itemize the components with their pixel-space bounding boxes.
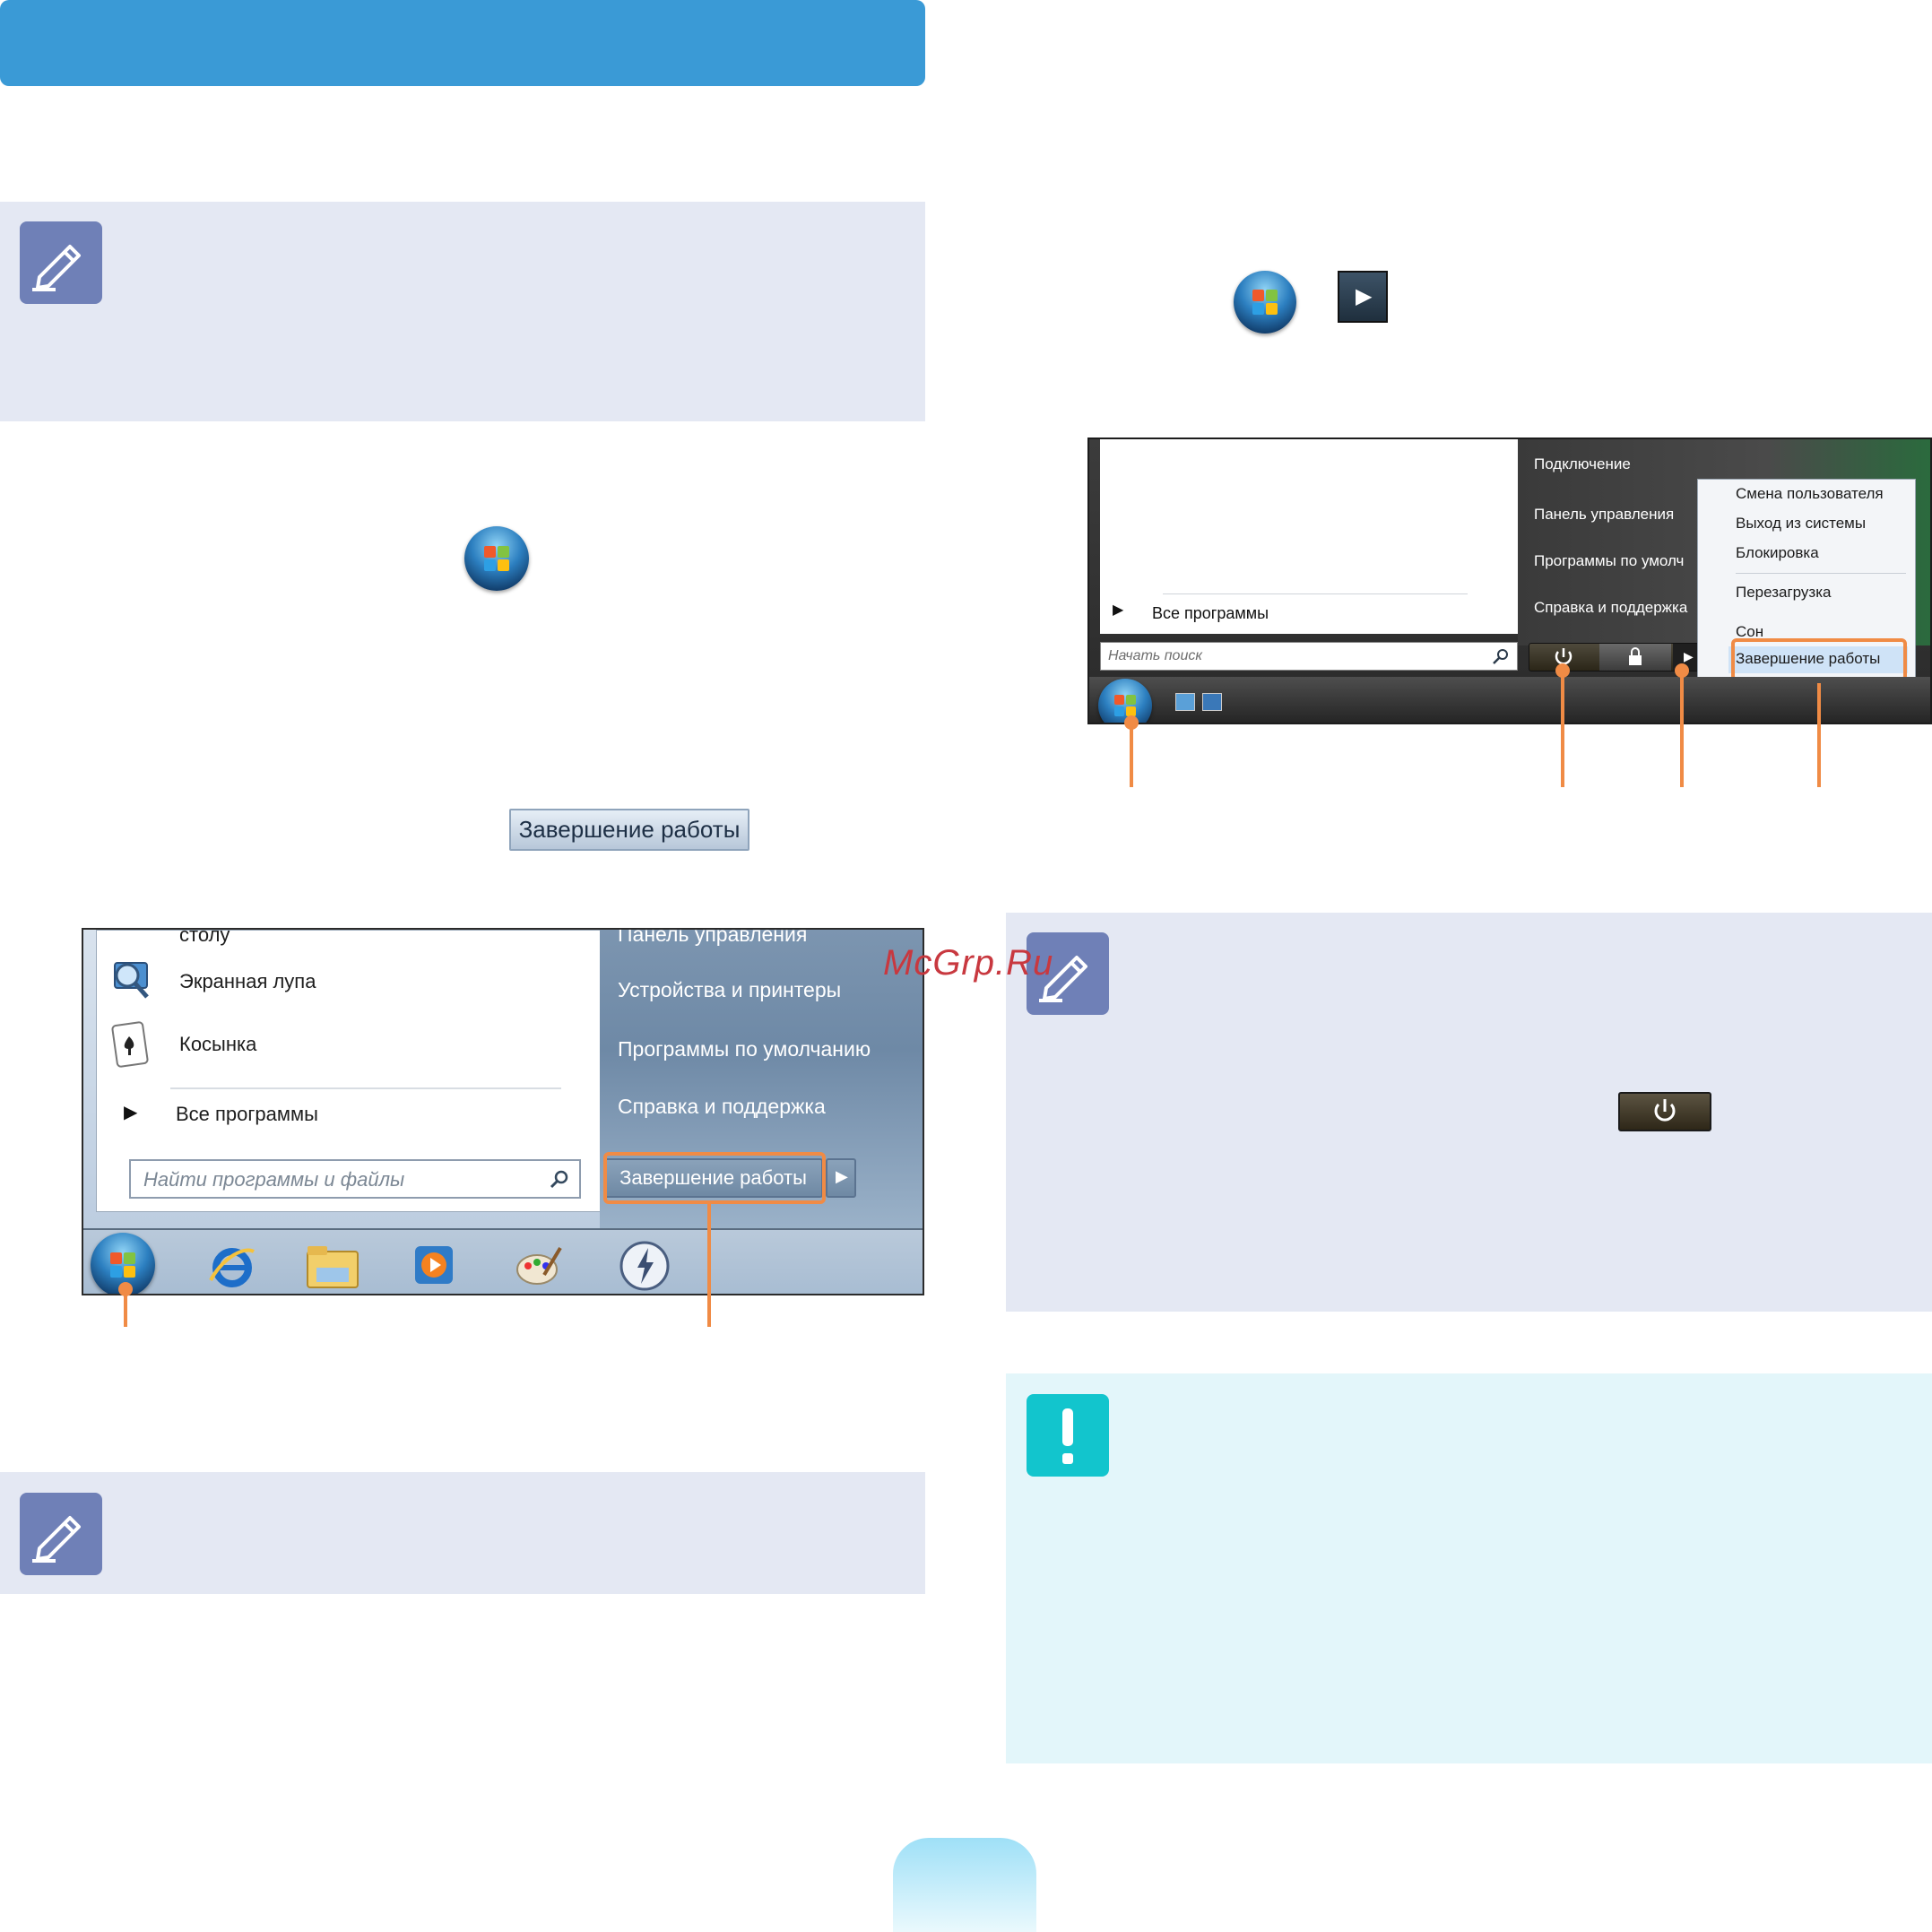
submenu-switch-user[interactable]: Смена пользователя	[1736, 485, 1884, 502]
win7-search-placeholder: Найти программы и файлы	[143, 1168, 405, 1191]
win7-all-programs[interactable]: Все программы	[176, 1103, 318, 1125]
pencil-note-icon	[1027, 932, 1109, 1015]
win7-right-item-help[interactable]: Справка и поддержка	[618, 1095, 826, 1118]
watermark-text: McGrp.Ru	[883, 943, 1054, 983]
show-desktop-icon[interactable]	[1175, 693, 1195, 711]
callout-line-shutdown	[707, 1201, 711, 1327]
pencil-note-icon	[20, 1493, 102, 1575]
vista-right-item-help[interactable]: Справка и поддержка	[1534, 599, 1688, 616]
vista-all-programs[interactable]: Все программы	[1152, 604, 1269, 622]
submenu-separator	[1736, 573, 1906, 574]
vista-programs-pane: ▶ Все программы	[1100, 439, 1518, 634]
win7-start-menu-screenshot: столу Экранная лупа Косынка ▶ Все програ…	[82, 928, 924, 1295]
exclamation-icon	[1027, 1394, 1109, 1477]
windows-start-orb-icon	[1234, 271, 1296, 334]
search-icon	[550, 1170, 568, 1189]
vista-search-input[interactable]: Начать поиск	[1100, 642, 1518, 671]
vista-right-item-control-panel[interactable]: Панель управления	[1534, 506, 1675, 523]
vista-taskbar	[1089, 677, 1930, 723]
submenu-shutdown[interactable]: Завершение работы	[1736, 650, 1881, 667]
win7-separator	[170, 1087, 561, 1089]
win7-taskbar	[83, 1228, 923, 1294]
submenu-sleep[interactable]: Сон	[1736, 623, 1764, 640]
win7-item-magnifier[interactable]: Экранная лупа	[179, 970, 316, 992]
triangle-right-icon: ▶	[124, 1103, 138, 1122]
arrow-menu-icon: ▶	[1338, 271, 1388, 323]
submenu-log-off[interactable]: Выход из системы	[1736, 515, 1867, 532]
vista-shutdown-highlight	[1731, 638, 1907, 681]
vista-right-item-defaults[interactable]: Программы по умолч	[1534, 552, 1685, 569]
triangle-right-icon: ▶	[1113, 602, 1124, 618]
pencil-note-icon	[20, 221, 102, 304]
section-header-bar	[0, 0, 925, 86]
media-player-icon[interactable]	[410, 1241, 458, 1289]
switch-windows-icon[interactable]	[1202, 693, 1222, 711]
win7-programs-pane: столу Экранная лупа Косынка ▶ Все програ…	[96, 930, 680, 1212]
callout-line-vista-shutdown	[1817, 683, 1821, 787]
vista-search-placeholder: Начать поиск	[1108, 648, 1202, 663]
submenu-shutdown-highlight-bg	[1728, 646, 1908, 673]
power-button-image	[1618, 1092, 1711, 1131]
win7-partial-item: столу	[179, 928, 230, 946]
callout-line-vista-arrow	[1680, 671, 1684, 787]
vista-start-menu-screenshot: ▶ Все программы Подключение Панель управ…	[1087, 438, 1932, 724]
note-box-2	[0, 1472, 925, 1594]
caution-box	[1006, 1373, 1932, 1763]
paint-icon[interactable]	[512, 1239, 566, 1293]
win7-shutdown-highlight	[603, 1152, 826, 1204]
search-icon	[1493, 649, 1508, 664]
win7-search-input[interactable]: Найти программы и файлы	[129, 1159, 581, 1199]
windows-start-orb-icon	[464, 526, 529, 591]
callout-dot-start	[118, 1282, 133, 1296]
folder-icon[interactable]	[304, 1241, 361, 1291]
callout-line-vista-power	[1561, 671, 1564, 787]
solitaire-icon	[111, 1018, 152, 1069]
play-arrow-icon: ▶	[1356, 284, 1373, 308]
vista-separator	[1163, 593, 1468, 594]
chevron-right-icon: ▶	[836, 1167, 848, 1185]
win7-right-item-defaults[interactable]: Программы по умолчанию	[618, 1037, 871, 1061]
ie-icon[interactable]	[205, 1239, 259, 1293]
vista-right-item-connect[interactable]: Подключение	[1534, 455, 1631, 472]
page-number-tab	[893, 1838, 1036, 1932]
win7-item-solitaire[interactable]: Косынка	[179, 1033, 257, 1055]
win7-right-item-devices[interactable]: Устройства и принтеры	[618, 978, 842, 1001]
win7-shutdown-arrow-button[interactable]: ▶	[826, 1158, 856, 1198]
win7-shutdown-button[interactable]: Завершение работы	[603, 1158, 823, 1198]
win7-right-item-control-panel[interactable]: Панель управления	[618, 928, 808, 946]
power-icon	[1654, 1099, 1676, 1122]
shutdown-button-image: Завершение работы	[509, 809, 749, 851]
chevron-right-icon: ▶	[1684, 649, 1694, 663]
lock-icon[interactable]	[1599, 644, 1671, 671]
callout-line-vista-start	[1130, 723, 1133, 787]
vista-start-orb-icon[interactable]	[1098, 679, 1152, 723]
magnifier-icon	[109, 956, 156, 1002]
note-box-3	[1006, 913, 1932, 1312]
callout-line-start	[124, 1291, 127, 1327]
submenu-lock[interactable]: Блокировка	[1736, 544, 1819, 561]
power-utility-icon[interactable]	[618, 1239, 671, 1293]
note-box-1	[0, 202, 925, 421]
submenu-restart[interactable]: Перезагрузка	[1736, 584, 1832, 601]
